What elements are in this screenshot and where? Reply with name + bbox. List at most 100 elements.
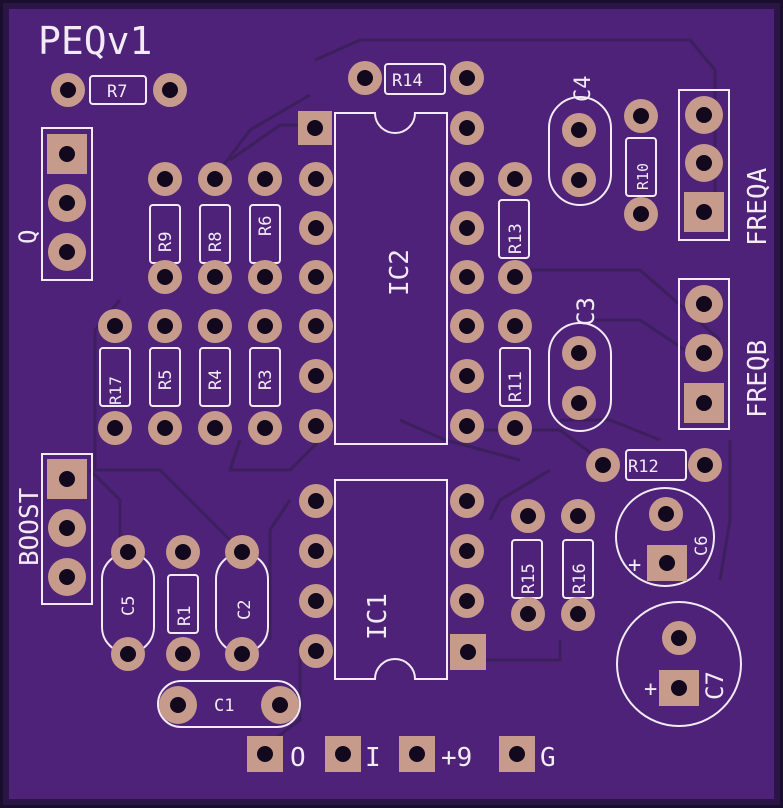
square-pad-icon[interactable] xyxy=(298,111,332,145)
round-pad-icon[interactable] xyxy=(688,448,722,482)
round-pad-icon[interactable] xyxy=(624,99,658,133)
resistor-r13[interactable]: R13 xyxy=(498,199,530,259)
capacitor-c1[interactable]: C1 xyxy=(157,680,301,728)
round-pad-icon[interactable] xyxy=(450,309,484,343)
resistor-r1[interactable]: R1 xyxy=(167,574,199,634)
header-freqa[interactable]: FREQA xyxy=(678,89,773,246)
square-pad-icon[interactable] xyxy=(325,736,361,772)
round-pad-icon[interactable] xyxy=(511,597,545,631)
round-pad-icon[interactable] xyxy=(450,584,484,618)
capacitor-c6[interactable]: C6 + xyxy=(615,487,715,587)
round-pad-icon[interactable] xyxy=(159,686,197,724)
round-pad-icon[interactable] xyxy=(248,309,282,343)
round-pad-icon[interactable] xyxy=(450,260,484,294)
round-pad-icon[interactable] xyxy=(148,309,182,343)
round-pad-icon[interactable] xyxy=(198,411,232,445)
round-pad-icon[interactable] xyxy=(561,597,595,631)
resistor-r5[interactable]: R5 xyxy=(149,347,181,407)
round-pad-icon[interactable] xyxy=(111,637,145,671)
square-pad-icon[interactable] xyxy=(47,459,87,499)
round-pad-icon[interactable] xyxy=(450,61,484,95)
square-pad-icon[interactable] xyxy=(247,736,283,772)
round-pad-icon[interactable] xyxy=(299,211,333,245)
round-pad-icon[interactable] xyxy=(450,359,484,393)
round-pad-icon[interactable] xyxy=(450,111,484,145)
round-pad-icon[interactable] xyxy=(685,334,723,372)
round-pad-icon[interactable] xyxy=(498,411,532,445)
round-pad-icon[interactable] xyxy=(299,634,333,668)
square-pad-icon[interactable] xyxy=(684,383,724,423)
resistor-r10[interactable]: R10 xyxy=(625,137,657,197)
resistor-r11[interactable]: R11 xyxy=(499,347,531,407)
round-pad-icon[interactable] xyxy=(299,359,333,393)
round-pad-icon[interactable] xyxy=(562,113,596,147)
square-pad-icon[interactable] xyxy=(684,192,724,232)
capacitor-c3[interactable]: C3 xyxy=(548,297,612,432)
resistor-r3[interactable]: R3 xyxy=(249,347,281,407)
round-pad-icon[interactable] xyxy=(51,73,85,107)
round-pad-icon[interactable] xyxy=(624,197,658,231)
round-pad-icon[interactable] xyxy=(248,260,282,294)
round-pad-icon[interactable] xyxy=(166,637,200,671)
round-pad-icon[interactable] xyxy=(685,96,723,134)
round-pad-icon[interactable] xyxy=(562,386,596,420)
round-pad-icon[interactable] xyxy=(562,163,596,197)
round-pad-icon[interactable] xyxy=(48,558,86,596)
round-pad-icon[interactable] xyxy=(299,409,333,443)
round-pad-icon[interactable] xyxy=(198,260,232,294)
resistor-r14[interactable]: R14 xyxy=(384,63,446,95)
round-pad-icon[interactable] xyxy=(685,144,723,182)
ic1-chip[interactable]: IC1 xyxy=(334,479,448,680)
round-pad-icon[interactable] xyxy=(498,260,532,294)
round-pad-icon[interactable] xyxy=(450,484,484,518)
round-pad-icon[interactable] xyxy=(511,499,545,533)
round-pad-icon[interactable] xyxy=(299,309,333,343)
capacitor-c4[interactable]: C4 xyxy=(548,76,612,206)
round-pad-icon[interactable] xyxy=(450,534,484,568)
round-pad-icon[interactable] xyxy=(111,535,145,569)
resistor-r7[interactable]: R7 xyxy=(89,75,147,105)
round-pad-icon[interactable] xyxy=(166,535,200,569)
header-boost[interactable]: BOOST xyxy=(15,453,93,605)
round-pad-icon[interactable] xyxy=(685,285,723,323)
round-pad-icon[interactable] xyxy=(98,411,132,445)
round-pad-icon[interactable] xyxy=(662,621,696,655)
round-pad-icon[interactable] xyxy=(450,211,484,245)
round-pad-icon[interactable] xyxy=(299,584,333,618)
round-pad-icon[interactable] xyxy=(98,309,132,343)
round-pad-icon[interactable] xyxy=(261,686,299,724)
capacitor-c7[interactable]: C7 + xyxy=(616,601,742,727)
round-pad-icon[interactable] xyxy=(248,162,282,196)
round-pad-icon[interactable] xyxy=(225,535,259,569)
round-pad-icon[interactable] xyxy=(498,162,532,196)
square-pad-icon[interactable] xyxy=(399,736,435,772)
round-pad-icon[interactable] xyxy=(450,162,484,196)
resistor-r17[interactable]: R17 xyxy=(99,347,131,407)
resistor-r12[interactable]: R12 xyxy=(625,449,687,481)
round-pad-icon[interactable] xyxy=(649,497,683,531)
round-pad-icon[interactable] xyxy=(148,162,182,196)
square-pad-icon[interactable] xyxy=(499,736,535,772)
round-pad-icon[interactable] xyxy=(198,162,232,196)
round-pad-icon[interactable] xyxy=(153,73,187,107)
round-pad-icon[interactable] xyxy=(586,448,620,482)
round-pad-icon[interactable] xyxy=(198,309,232,343)
round-pad-icon[interactable] xyxy=(561,499,595,533)
header-freqb[interactable]: FREQB xyxy=(678,278,773,430)
square-pad-icon[interactable] xyxy=(450,634,486,670)
round-pad-icon[interactable] xyxy=(248,411,282,445)
round-pad-icon[interactable] xyxy=(299,260,333,294)
round-pad-icon[interactable] xyxy=(48,184,86,222)
round-pad-icon[interactable] xyxy=(562,336,596,370)
square-pad-icon[interactable] xyxy=(659,670,699,706)
round-pad-icon[interactable] xyxy=(498,309,532,343)
round-pad-icon[interactable] xyxy=(148,411,182,445)
round-pad-icon[interactable] xyxy=(48,509,86,547)
square-pad-icon[interactable] xyxy=(647,545,687,581)
round-pad-icon[interactable] xyxy=(450,409,484,443)
resistor-r4[interactable]: R4 xyxy=(199,347,231,407)
round-pad-icon[interactable] xyxy=(299,162,333,196)
header-q[interactable]: Q xyxy=(14,127,93,281)
round-pad-icon[interactable] xyxy=(225,637,259,671)
round-pad-icon[interactable] xyxy=(299,484,333,518)
